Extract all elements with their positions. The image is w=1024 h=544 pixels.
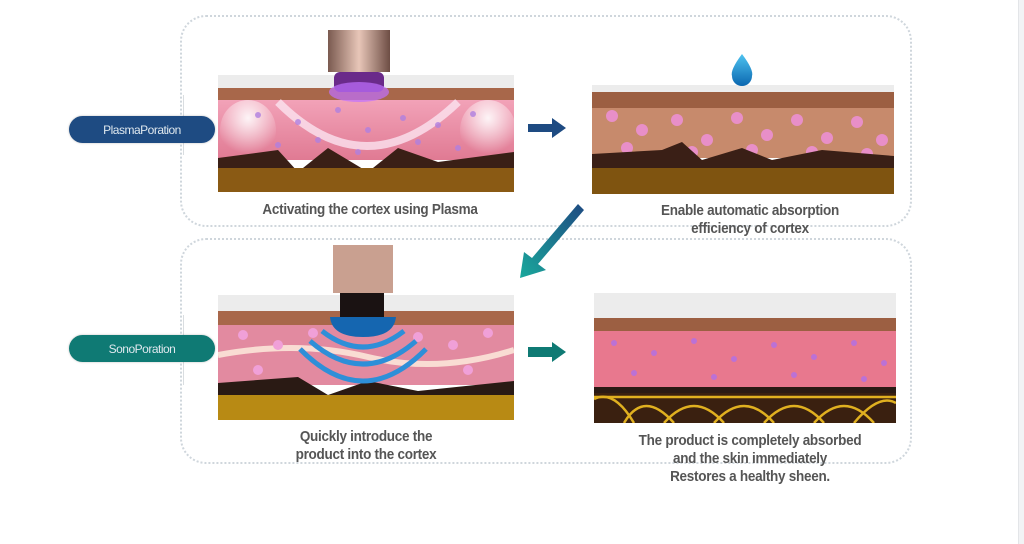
caption-line: and the skin immediately	[672, 450, 828, 467]
sonoporation-label-text: SonoPoration	[108, 341, 176, 356]
dermis-layer	[594, 331, 896, 389]
caption-line: efficiency of cortex	[691, 220, 809, 237]
fat-layer	[218, 168, 514, 192]
water-drop-icon	[731, 54, 753, 86]
plasma-probe-icon	[328, 30, 390, 102]
absorption-image	[592, 50, 894, 194]
sonoporation-label: SonoPoration	[69, 335, 215, 362]
caption-line: Enable automatic absorption	[660, 202, 839, 219]
caption-absorption: Enable automatic absorption efficiency o…	[615, 202, 885, 238]
arrow-right-icon	[528, 118, 568, 138]
epidermis-layer	[594, 318, 896, 332]
ultrasound-probe-icon	[330, 245, 396, 337]
caption-text: Activating the cortex using Plasma	[262, 201, 478, 218]
arrow-right-icon	[528, 342, 568, 362]
sonoporation-image	[218, 245, 514, 420]
caption-plasma-activation: Activating the cortex using Plasma	[226, 201, 514, 219]
ultrasound-waves	[298, 329, 428, 384]
deep-layer	[218, 148, 514, 172]
caption-line: product into the cortex	[295, 446, 437, 463]
result-image	[594, 293, 896, 423]
caption-line: The product is completely absorbed	[638, 432, 862, 449]
caption-line: Restores a healthy sheen.	[670, 468, 830, 485]
window-edge	[1018, 0, 1024, 544]
fat-layer	[592, 168, 894, 194]
plasmaporation-label: PlasmaPoration	[69, 116, 215, 143]
cells	[611, 338, 887, 382]
fat-layer	[218, 395, 514, 420]
caption-result: The product is completely absorbed and t…	[597, 432, 903, 486]
arrow-diagonal-icon	[516, 202, 586, 282]
plasmaporation-label-text: PlasmaPoration	[103, 122, 181, 137]
cells	[238, 328, 493, 375]
caption-sonoporation: Quickly introduce the product into the c…	[231, 428, 501, 464]
caption-line: Quickly introduce the	[299, 428, 433, 445]
cells	[255, 107, 476, 155]
epidermis-layer	[592, 92, 894, 110]
plasma-activation-image	[218, 30, 514, 195]
